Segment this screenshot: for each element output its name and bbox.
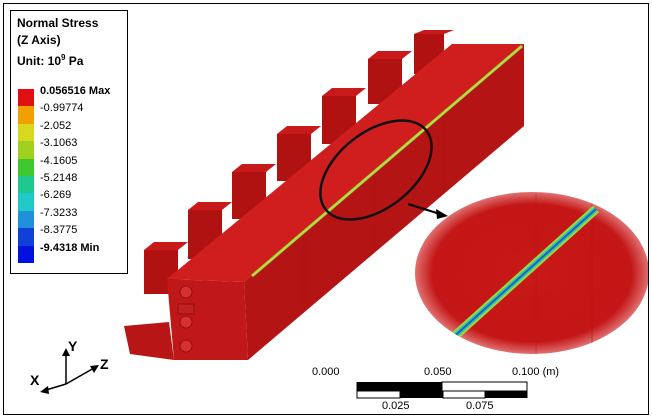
color-band-1 bbox=[18, 106, 34, 124]
color-band-7 bbox=[18, 210, 34, 229]
color-band-8 bbox=[18, 228, 34, 246]
color-band-0 bbox=[18, 89, 34, 107]
model-view[interactable] bbox=[4, 4, 648, 414]
legend-value-0: 0.056516 Max bbox=[40, 85, 111, 97]
legend-value-7: -7.3233 bbox=[40, 206, 78, 219]
scale-bar bbox=[356, 381, 528, 399]
legend-title-line1: Normal Stress bbox=[17, 16, 99, 30]
axis-y-label: Y bbox=[68, 338, 78, 354]
legend-value-3: -3.1063 bbox=[40, 137, 78, 150]
color-band-3 bbox=[18, 141, 34, 159]
scalebar-label-4: 0.075 bbox=[466, 400, 494, 412]
color-band-9 bbox=[18, 245, 34, 263]
beam-body bbox=[124, 44, 524, 360]
color-band-2 bbox=[18, 123, 34, 142]
color-band-6 bbox=[18, 193, 34, 211]
axis-z-label: Z bbox=[100, 356, 109, 372]
legend-value-6: -6.269 bbox=[40, 189, 72, 202]
scalebar-label-2: 0.100 (m) bbox=[512, 366, 560, 378]
legend-value-1: -0.99774 bbox=[40, 102, 84, 115]
legend-value-5: -5.2148 bbox=[40, 172, 78, 184]
legend-unit: Unit: 109 Pa bbox=[17, 49, 98, 70]
legend-value-9: -9.4318 Min bbox=[40, 241, 100, 254]
scalebar-label-0: 0.000 bbox=[312, 366, 340, 378]
stress-legend: Normal Stress (Z Axis) Unit: 109 Pa 0.05… bbox=[10, 10, 128, 274]
legend-value-2: -2.052 bbox=[40, 119, 72, 132]
scalebar-label-1: 0.050 bbox=[424, 366, 452, 378]
zoom-inset bbox=[415, 192, 648, 354]
zoom-region-marker bbox=[319, 119, 433, 221]
axis-x-label: X bbox=[30, 372, 40, 388]
color-band-5 bbox=[18, 176, 34, 194]
axis-triad bbox=[40, 348, 99, 394]
viewport[interactable]: Normal Stress (Z Axis) Unit: 109 Pa 0.05… bbox=[3, 3, 649, 415]
color-band-4 bbox=[18, 158, 34, 176]
stair-blocks bbox=[144, 30, 454, 294]
unit-suffix: Pa bbox=[65, 54, 84, 68]
zoom-arrow bbox=[407, 203, 441, 215]
legend-title: Normal Stress (Z Axis) Unit: 109 Pa bbox=[17, 15, 98, 70]
scalebar-label-3: 0.025 bbox=[382, 400, 410, 412]
legend-value-4: -4.1605 bbox=[40, 154, 78, 167]
unit-prefix: Unit: 10 bbox=[17, 54, 62, 68]
legend-title-line2: (Z Axis) bbox=[17, 33, 61, 47]
color-scale bbox=[18, 89, 34, 263]
legend-value-8: -8.3775 bbox=[40, 224, 78, 237]
unit-exponent: 9 bbox=[61, 53, 66, 62]
